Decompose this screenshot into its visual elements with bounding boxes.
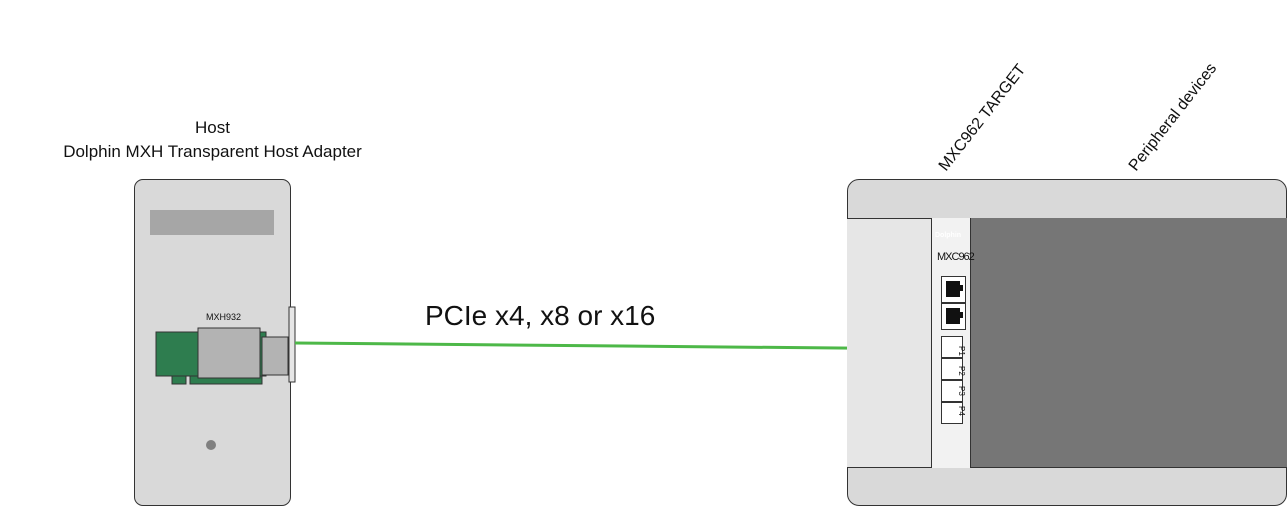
target-ports-label: MXC962	[937, 251, 975, 263]
host-drive-bay	[150, 210, 274, 235]
cable-label: PCIe x4, x8 or x16	[425, 300, 656, 331]
adapter-heatsink	[197, 327, 261, 379]
host-power-led	[206, 440, 216, 450]
port-label: P3	[957, 386, 966, 396]
target-brand: Dolphin	[935, 232, 962, 239]
pcie-port-4	[941, 402, 963, 424]
pcie-cable	[294, 341, 947, 351]
adapter-bracket	[288, 306, 296, 383]
adapter-connector	[261, 336, 289, 376]
peripheral-slots	[971, 218, 1287, 468]
host-title: Host	[195, 118, 230, 137]
pcie-port-1	[941, 336, 963, 358]
port-label: P1	[957, 346, 966, 356]
mxh932-adapter-card	[155, 306, 296, 385]
adapter-card-label: MXH932	[206, 312, 242, 322]
port-label: P4	[957, 406, 966, 416]
pcie-port-3	[941, 380, 963, 402]
host-adapter-name: Dolphin MXH Transparent Host Adapter	[63, 142, 362, 161]
pcie-port-2	[941, 358, 963, 380]
rj45-port	[941, 303, 966, 330]
rj45-port	[941, 276, 966, 303]
port-label: P2	[957, 366, 966, 376]
adapter-edge-connector-a	[171, 375, 187, 385]
